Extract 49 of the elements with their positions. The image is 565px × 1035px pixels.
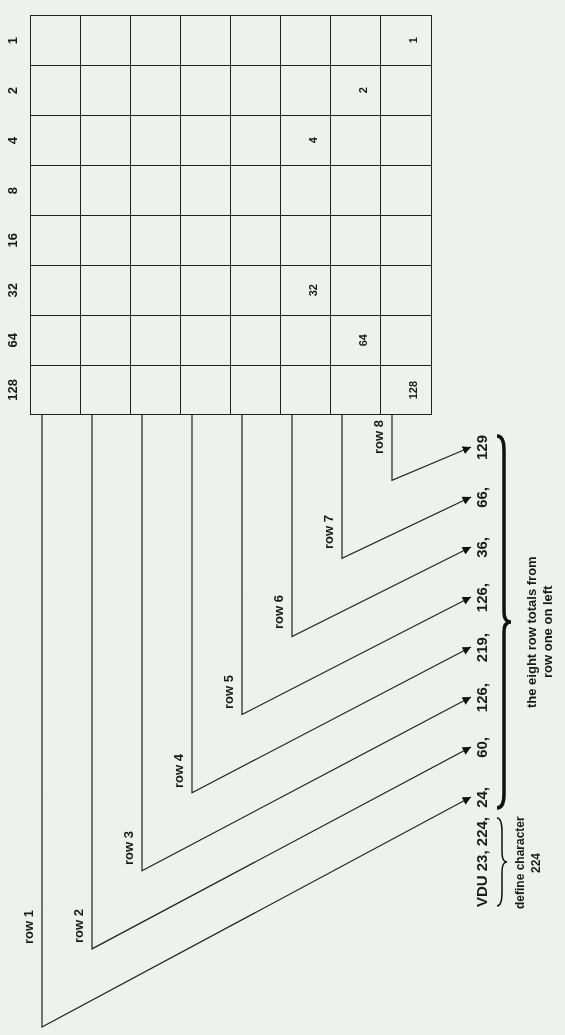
arrow (91, 414, 472, 950)
row-total: 219, (474, 632, 490, 662)
arrow (291, 414, 472, 638)
grid-column (330, 15, 380, 415)
cell-value: 32 (306, 284, 320, 297)
edge-label: row 1 (21, 910, 37, 944)
command-text: VDU 23, 224, (474, 817, 490, 908)
arrow (41, 414, 472, 1028)
edge-label: row 8 (371, 420, 387, 455)
edge-label: row 7 (321, 515, 337, 550)
edge-label: row 5 (221, 674, 237, 709)
row-total: 36, (474, 536, 490, 558)
edge-label: row 4 (171, 753, 187, 788)
brace-caption: define character 224 (512, 814, 544, 910)
bit-value: 1 (5, 36, 21, 44)
bit-value: 128 (5, 379, 21, 401)
row-total: 60, (474, 736, 490, 758)
bit-value: 32 (5, 283, 21, 298)
bit-value: 2 (5, 86, 21, 94)
brace-caption: the eight row totals from row one on left (524, 555, 556, 710)
cell-value: 4 (306, 137, 320, 144)
arrow (391, 414, 472, 482)
edge-label: row 2 (71, 908, 87, 943)
grid-column (380, 15, 432, 415)
bit-value: 16 (5, 233, 21, 248)
row-total: 129 (474, 434, 490, 460)
grid-column (80, 15, 130, 415)
bit-value: 64 (5, 333, 21, 348)
arrow (241, 414, 472, 716)
row-total: 24, (474, 786, 490, 808)
arrow (141, 414, 472, 872)
edge-label: row 6 (271, 594, 287, 629)
cell-value: 128 (406, 381, 420, 400)
cell-value: 1 (406, 37, 420, 44)
grid-column (280, 15, 330, 415)
arrow (191, 414, 472, 794)
row-total: 126, (474, 682, 490, 712)
bit-value: 8 (5, 186, 21, 194)
bit-value: 4 (5, 136, 21, 144)
grid-column (30, 15, 80, 415)
arrow (341, 414, 472, 560)
grid-column (130, 15, 180, 415)
row-total: 66, (474, 486, 490, 508)
cell-value: 64 (356, 334, 370, 347)
grid-column (180, 15, 230, 415)
row-total: 126, (474, 582, 490, 612)
cell-value: 2 (356, 87, 370, 94)
edge-label: row 3 (121, 830, 137, 865)
grid-column (230, 15, 280, 415)
